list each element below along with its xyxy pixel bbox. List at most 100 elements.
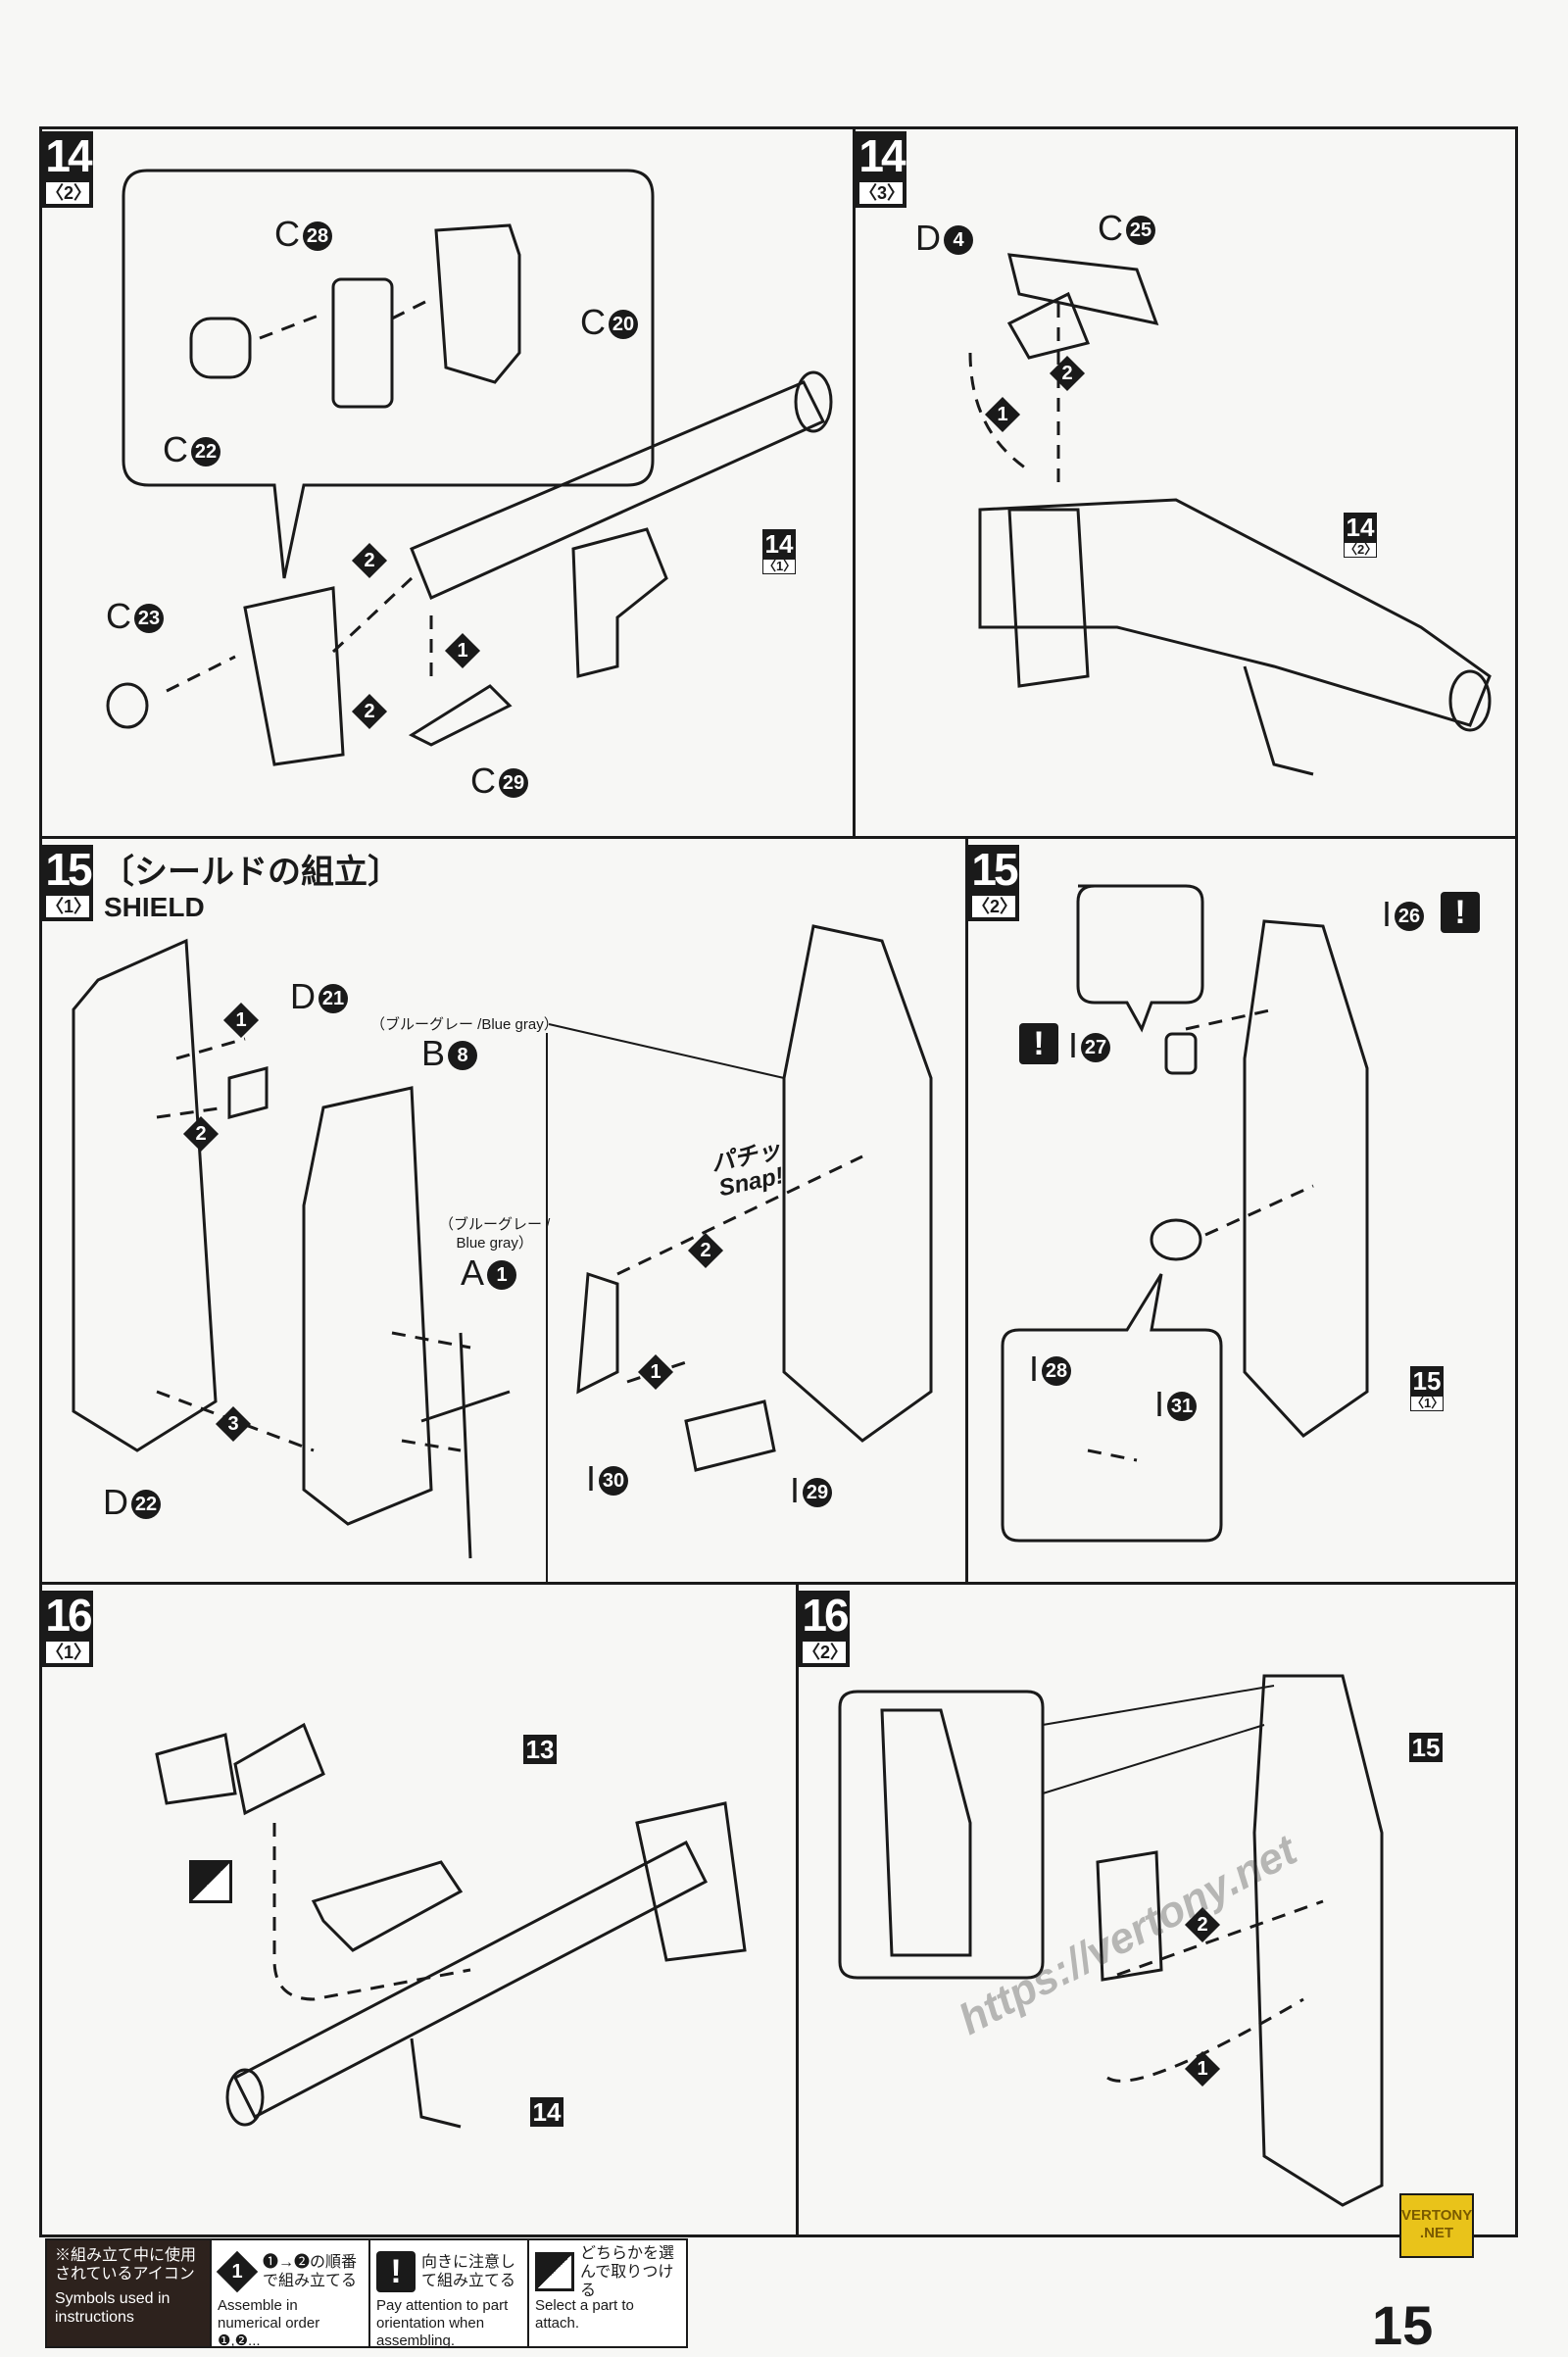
row-divider <box>39 836 1518 839</box>
bazooka-14-3 <box>978 253 1492 776</box>
arm-bazooka-16-1 <box>155 1722 747 2129</box>
step-marker-2: 2 <box>1184 1906 1221 1943</box>
part-number: 8 <box>448 1041 478 1071</box>
step-marker-1: 1 <box>222 1002 260 1039</box>
step-16-1-tag: 16〈1〉 <box>42 1591 93 1667</box>
part-letter: C <box>106 596 131 636</box>
part-letter: C <box>163 429 188 469</box>
ref-14-1: 14〈1〉 <box>762 529 796 574</box>
part-letter: I <box>1382 894 1393 934</box>
legend-heading-en: Symbols used in instructions <box>55 2290 171 2326</box>
ref-13: 13 <box>523 1735 557 1764</box>
legend-heading: ※組み立て中に使用されているアイコン Symbols used in instr… <box>47 2240 210 2346</box>
part-letter: D <box>290 976 316 1016</box>
step-14-2-tag: 14〈2〉 <box>42 131 93 208</box>
step-number: 16 <box>802 1590 849 1641</box>
select-part-icon <box>189 1860 232 1903</box>
step-sub: 〈1〉 <box>44 1640 91 1665</box>
legend-en: Assemble in numerical order ❶,❷... <box>218 2297 320 2349</box>
part-number: 31 <box>1167 1392 1198 1422</box>
step-14-3-tag: 14〈3〉 <box>856 131 906 208</box>
step-15-2-tag: 15〈2〉 <box>968 845 1019 921</box>
part-number: 20 <box>609 310 638 340</box>
section-title-jp: 〔シールドの組立〕 <box>101 854 401 891</box>
part-number: 27 <box>1081 1033 1111 1063</box>
part-letter: D <box>103 1482 128 1522</box>
step-marker-1: 1 <box>637 1353 674 1391</box>
instruction-frame <box>39 126 1518 2237</box>
part-number: 25 <box>1126 216 1155 246</box>
part-letter: C <box>1098 208 1123 248</box>
col-divider <box>965 836 968 1583</box>
callout-bubble <box>122 169 655 579</box>
dashed-guides <box>156 297 1324 2083</box>
color-note-a1: （ブルーグレー /Blue gray） <box>439 1215 550 1252</box>
part-letter: I <box>1154 1384 1165 1424</box>
step-number: 14 <box>858 130 906 181</box>
color-note-b8: （ブルーグレー /Blue gray） <box>370 1016 559 1033</box>
step-marker-2: 2 <box>351 693 388 730</box>
step-marker-2: 2 <box>687 1232 724 1269</box>
shield-16-2 <box>838 1674 1384 2207</box>
color-note-line: Blue gray） <box>456 1235 533 1252</box>
step-number: 14 <box>45 130 92 181</box>
exclamation-icon: ! <box>1019 1023 1058 1064</box>
ref-15-1: 15〈1〉 <box>1410 1366 1444 1411</box>
ref-sub: 〈1〉 <box>1410 1396 1445 1411</box>
step-sub: 〈2〉 <box>970 894 1017 919</box>
step-marker-3: 3 <box>215 1405 252 1443</box>
ref-sub: 〈2〉 <box>1344 542 1378 558</box>
part-letter: C <box>580 302 606 342</box>
shield-parts-15-1 <box>72 924 933 1583</box>
bazooka-14-2 <box>106 223 833 766</box>
part-letter: B <box>421 1033 446 1073</box>
step-sub: 〈2〉 <box>801 1640 848 1665</box>
step-marker-1: 1 <box>444 632 481 669</box>
ref-14-2: 14〈2〉 <box>1344 513 1377 558</box>
col-divider <box>796 1582 799 2237</box>
col-divider <box>853 126 856 837</box>
legend-en: Select a part to attach. <box>535 2297 634 2332</box>
ref-number: 14 <box>532 2097 562 2127</box>
ref-15: 15 <box>1409 1733 1443 1762</box>
exclamation-icon: ! <box>376 2251 416 2292</box>
legend-jp: 向きに注意して組み立てる <box>421 2254 516 2289</box>
shield-15-2 <box>1001 884 1369 1543</box>
step-marker-2: 2 <box>182 1115 220 1153</box>
part-number: 23 <box>134 604 164 634</box>
part-number: 29 <box>803 1478 833 1508</box>
legend-jp: どちらかを選んで取りつける <box>580 2244 675 2299</box>
step-16-2-tag: 16〈2〉 <box>799 1591 850 1667</box>
part-number: 21 <box>318 984 348 1014</box>
legend-en: Pay attention to part orientation when a… <box>376 2297 509 2349</box>
part-letter: D <box>915 218 941 258</box>
step-number: 16 <box>45 1590 92 1641</box>
legend-item-orientation: !向きに注意して組み立てる Pay attention to part orie… <box>368 2240 527 2349</box>
step-number: 15 <box>971 844 1018 895</box>
step-sub: 〈3〉 <box>858 180 905 206</box>
part-number: 22 <box>191 437 220 467</box>
ref-number: 13 <box>525 1735 555 1764</box>
part-letter: I <box>1029 1349 1040 1389</box>
part-number: 26 <box>1395 902 1425 932</box>
part-number: 29 <box>499 768 528 799</box>
step-15-1-tag: 15〈1〉 <box>42 845 93 921</box>
part-number: 1 <box>487 1260 517 1291</box>
numbered-diamond-icon: 1 <box>216 2250 259 2293</box>
part-letter: I <box>790 1470 801 1510</box>
step-sub: 〈1〉 <box>44 894 91 919</box>
section-title-en: SHIELD <box>104 892 205 922</box>
vertony-logo: VERTONY .NET <box>1399 2193 1474 2258</box>
